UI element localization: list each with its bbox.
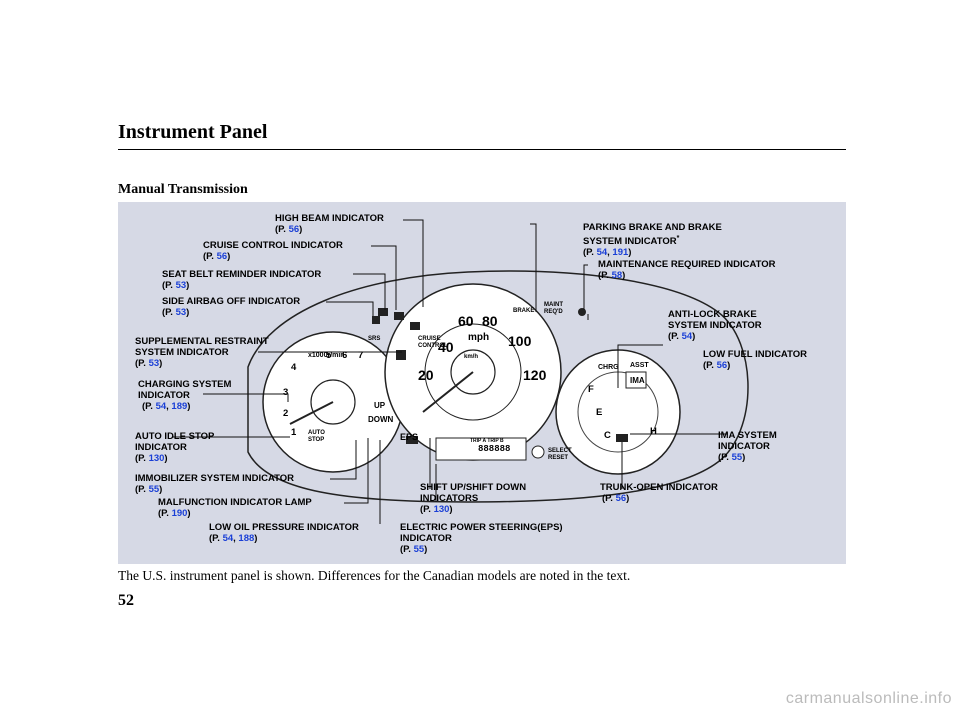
speed-number: 120 [523,367,547,383]
charging-label: CHARGING SYSTEM INDICATOR (P. 54, 189) [138,379,232,412]
shift-up-text: UP [374,401,386,410]
asst-text: ASST [630,362,649,369]
temp-cold: C [604,430,611,441]
immobilizer-label: IMMOBILIZER SYSTEM INDICATOR (P. 55) [135,473,295,495]
instrument-cluster-drawing [173,219,749,524]
speed-unit: mph [468,332,490,343]
odometer-readout: 888888 [478,444,511,454]
trunk-open-label: TRUNK-OPEN INDICATOR (P. 56) [600,482,718,504]
trip-text: TRIP A TRIP B [470,438,504,444]
tach-number: 7 [358,350,364,361]
title-rule [118,149,846,150]
temp-hot: H [650,426,657,437]
tach-number: 5 [326,350,332,361]
ima-system-label: IMA SYSTEM INDICATOR (P. 55) [718,430,777,463]
page-title: Instrument Panel [118,121,268,143]
tach-number: 3 [283,387,289,398]
section-subtitle: Manual Transmission [118,182,248,197]
shift-down-text: DOWN [368,415,394,424]
auto-idle-stop-label: AUTO IDLE STOP INDICATOR (P. 130) [135,431,215,464]
low-oil-label: LOW OIL PRESSURE INDICATOR (P. 54, 188) [209,522,359,544]
figure-caption: The U.S. instrument panel is shown. Diff… [118,568,631,583]
tach-unit: x1000r/min [308,352,345,359]
tach-number: 1 [291,427,297,438]
maint-text: MAINT REQ'D [544,302,563,315]
select-reset-text: SELECT RESET [548,448,572,461]
shift-up-down-label: SHIFT UP/SHIFT DOWN INDICATORS (P. 130) [420,482,527,515]
speed-number: 100 [508,333,532,349]
instrument-panel-figure: x1000r/min 4 3 2 1 5 6 7 UP DOWN AUTO ST… [118,202,846,564]
tach-number: 2 [283,408,289,419]
eps-label: ELECTRIC POWER STEERING(EPS) INDICATOR (… [400,522,563,555]
abs-label: ANTI-LOCK BRAKE SYSTEM INDICATOR (P. 54) [668,309,762,342]
seat-belt-label: SEAT BELT REMINDER INDICATOR (P. 53) [162,269,322,291]
malfunction-label: MALFUNCTION INDICATOR LAMP (P. 190) [158,497,312,519]
tach-number: 6 [342,350,348,361]
watermark: carmanualsonline.info [785,690,952,707]
speed-number: 40 [438,339,454,355]
speed-number: 60 [458,313,474,329]
low-fuel-label: LOW FUEL INDICATOR (P. 56) [703,349,807,371]
srs-label: SUPPLEMENTAL RESTRAINT SYSTEM INDICATOR … [135,336,269,369]
eps-text: EPS [400,432,419,442]
tach-number: 4 [291,362,297,373]
speed-number: 20 [418,367,434,383]
speed-number: 80 [482,313,498,329]
cruise-control-label: CRUISE CONTROL INDICATOR (P. 56) [203,240,343,262]
page-number: 52 [118,592,134,609]
kmh-unit: km/h [464,354,479,360]
ima-dial-text: IMA [630,376,645,385]
parking-brake-label: PARKING BRAKE AND BRAKE SYSTEM INDICATOR… [583,222,722,259]
fuel-full: F [588,384,594,395]
auto-stop-text: AUTO STOP [308,430,325,443]
cruise-control-text: CRUISE CONTROL [418,336,448,349]
brake-text: BRAKE [513,308,535,314]
maintenance-required-label: MAINTENANCE REQUIRED INDICATOR (P. 58) [598,259,776,281]
side-airbag-label: SIDE AIRBAG OFF INDICATOR (P. 53) [162,296,301,318]
chrg-text: CHRG [598,364,619,371]
fuel-empty: E [596,407,603,418]
srs-text: SRS [368,336,381,342]
high-beam-label: HIGH BEAM INDICATOR (P. 56) [275,213,384,235]
